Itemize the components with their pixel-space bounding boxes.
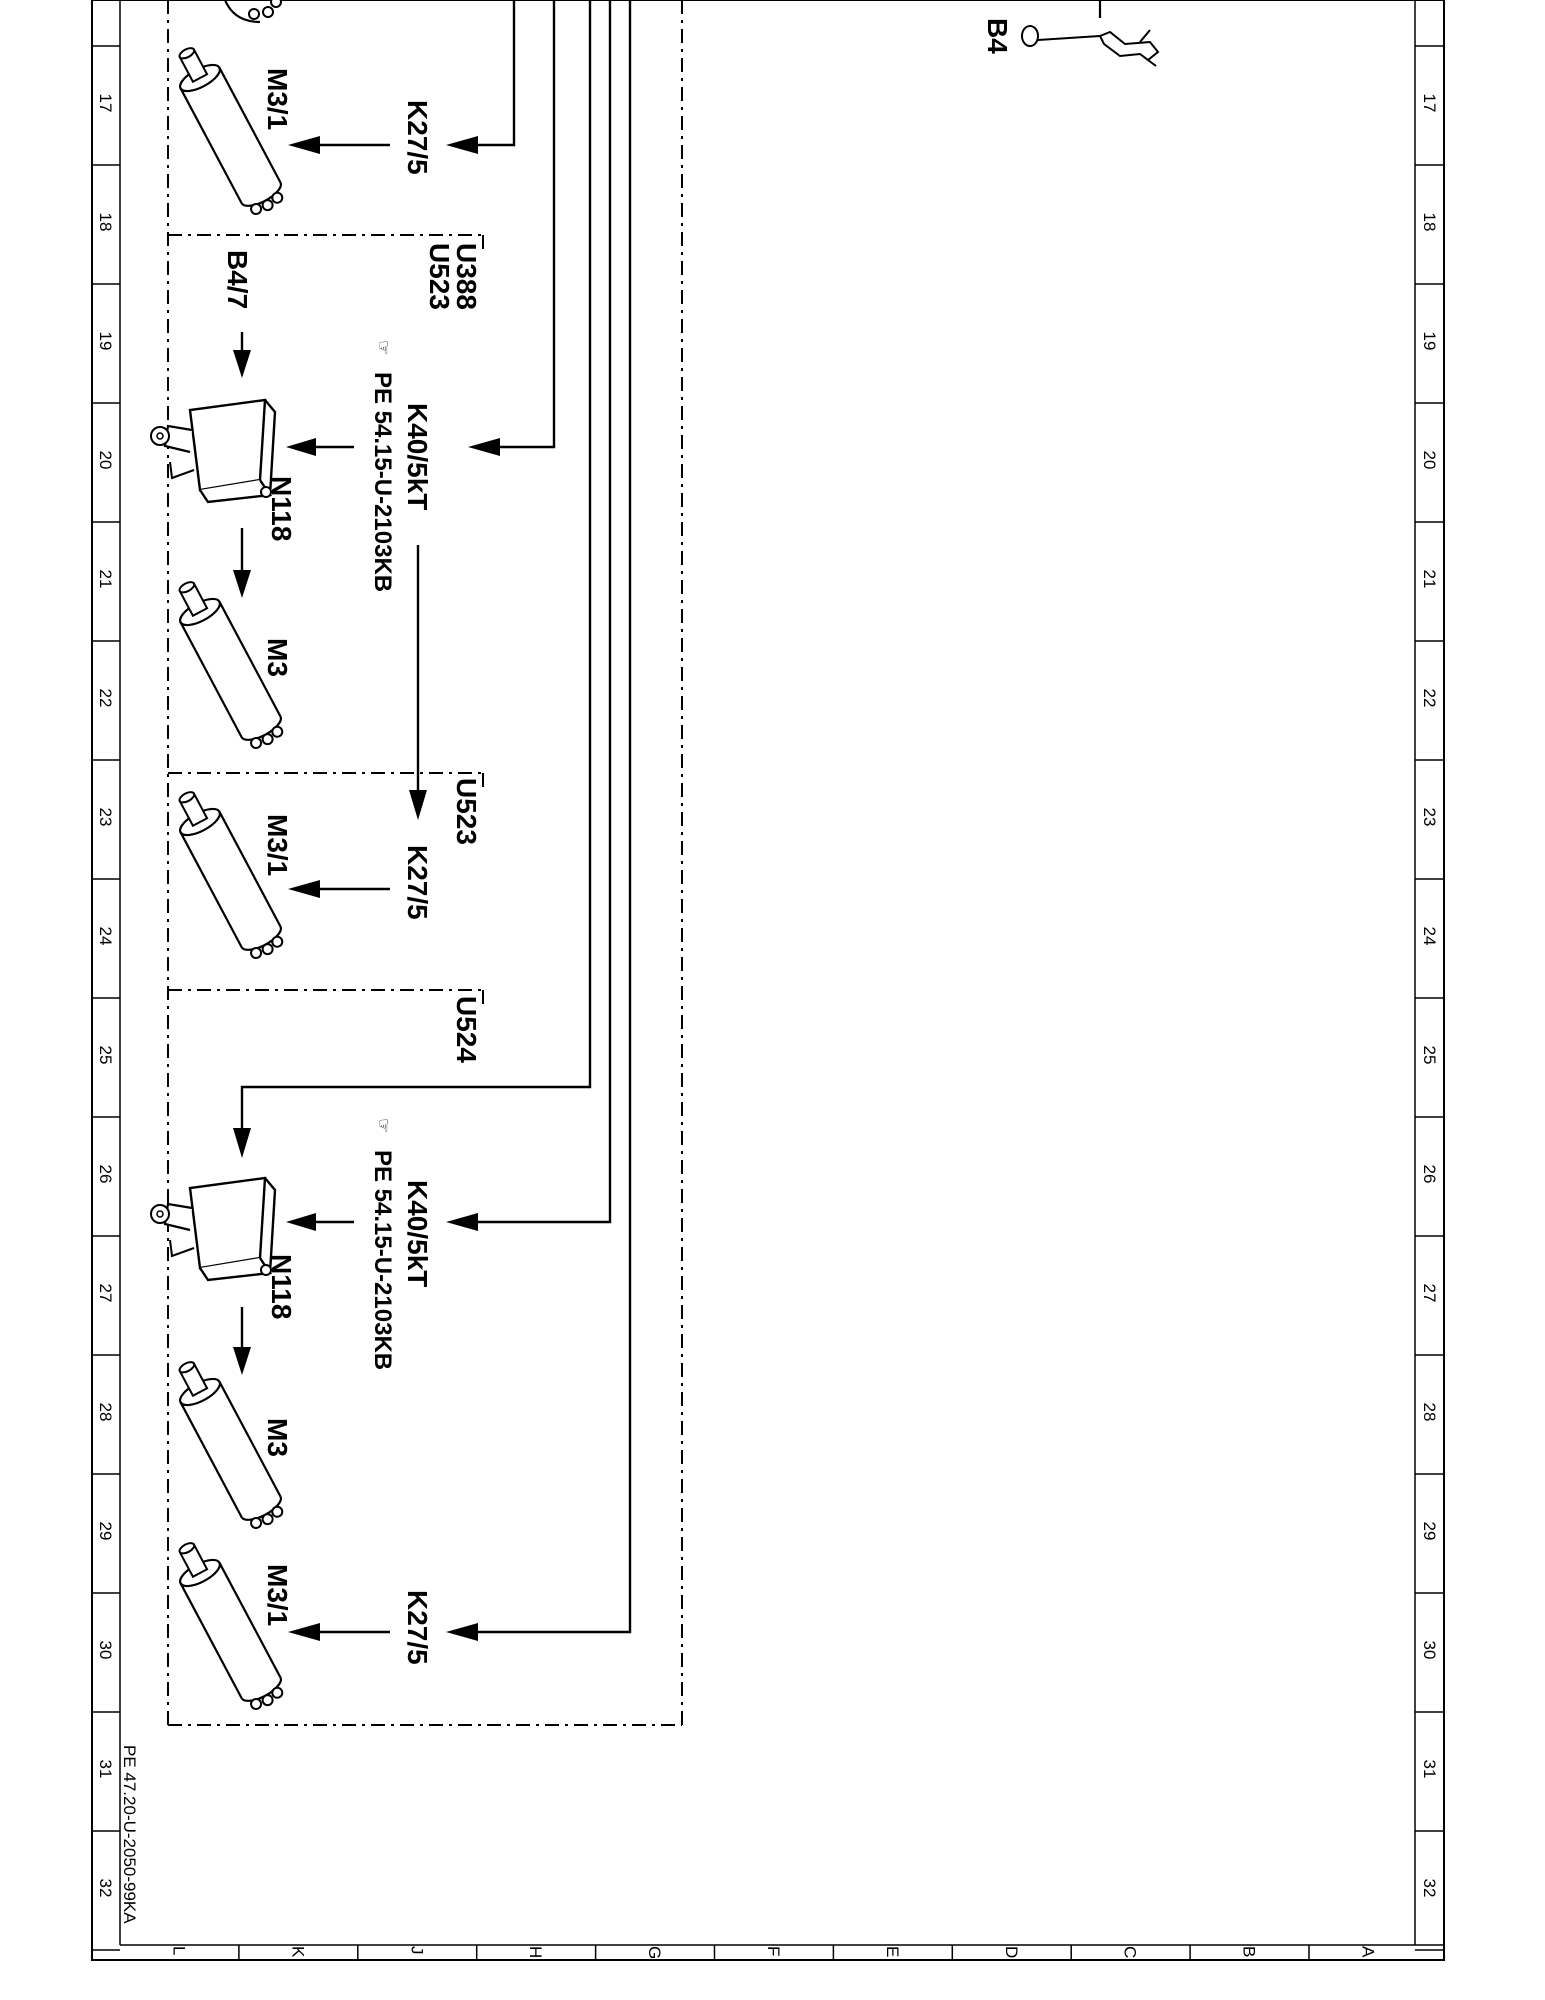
label-k40-5kt-row19: K40/5kT: [402, 403, 433, 510]
column-letter-b: B: [1240, 1946, 1259, 1957]
drawing-number: PE 47.20-U-2050-99KA: [120, 1745, 139, 1924]
label-m3-1-row23: M3/1: [262, 814, 293, 876]
zone-code-u388: U388: [451, 243, 482, 310]
row-number-32: 32: [1420, 1879, 1439, 1898]
row-number-22: 22: [1420, 689, 1439, 708]
label-b4: B4: [982, 18, 1013, 54]
row-number-28: 28: [96, 1403, 115, 1422]
row-number-28: 28: [1420, 1403, 1439, 1422]
label-n118-row20: N118: [266, 476, 297, 541]
wiring: [240, 0, 632, 1634]
row-number-26: 26: [96, 1165, 115, 1184]
column-letter-a: A: [1358, 1946, 1377, 1958]
label-k40-5kt-row26: K40/5kT: [402, 1180, 433, 1287]
row-number-20: 20: [1420, 451, 1439, 470]
row-number-17: 17: [1420, 94, 1439, 113]
row-number-27: 27: [1420, 1284, 1439, 1303]
label-m3-1-row29: M3/1: [262, 1564, 293, 1626]
row-number-18: 18: [1420, 213, 1439, 232]
column-letter-e: E: [883, 1946, 902, 1957]
label-m3-1-row17: M3/1: [262, 68, 293, 130]
label-k27-5-row29: K27/5: [402, 1590, 433, 1665]
row-number-30: 30: [1420, 1641, 1439, 1660]
label-k27-5-row17: K27/5: [402, 100, 433, 175]
arrowheads: [233, 136, 500, 1641]
row-ruler-left: 1617181920212223242526272829303132: [92, 45, 120, 1951]
column-letter-k: K: [288, 1946, 307, 1958]
row-number-18: 18: [96, 213, 115, 232]
column-letter-d: D: [1002, 1946, 1021, 1958]
row-ruler-right: 1617181920212223242526272829303132: [1415, 45, 1444, 1951]
ref-pe-54-15-row19: PE 54.15-U-2103KB: [369, 372, 396, 592]
row-number-27: 27: [96, 1284, 115, 1303]
label-n118-row26: N118: [266, 1254, 297, 1319]
label-k27-5-row23: K27/5: [402, 845, 433, 920]
row-number-23: 23: [1420, 808, 1439, 827]
row-number-24: 24: [96, 927, 115, 946]
hand-pointer-icon: ☞: [374, 340, 393, 355]
column-letter-l: L: [169, 1946, 188, 1955]
row-number-30: 30: [96, 1641, 115, 1660]
row-number-21: 21: [96, 570, 115, 589]
row-number-21: 21: [1420, 570, 1439, 589]
row-number-25: 25: [1420, 1046, 1439, 1065]
row-number-29: 29: [1420, 1522, 1439, 1541]
zone-boundaries: [167, 0, 683, 1726]
motor-m3-partial: [223, 0, 282, 24]
module-n118-row26: [149, 1176, 277, 1282]
row-number-23: 23: [96, 808, 115, 827]
row-number-29: 29: [96, 1522, 115, 1541]
label-m3-row21: M3: [262, 638, 293, 677]
zone-code-u523-b: U523: [451, 778, 482, 845]
column-letter-j: J: [407, 1946, 426, 1955]
row-number-26: 26: [1420, 1165, 1439, 1184]
zone-code-u524: U524: [451, 996, 482, 1063]
column-letter-c: C: [1121, 1946, 1140, 1958]
label-m3-row28: M3: [262, 1418, 293, 1457]
ref-pe-54-15-row26: PE 54.15-U-2103KB: [369, 1150, 396, 1370]
row-number-17: 17: [96, 94, 115, 113]
row-number-19: 19: [1420, 332, 1439, 351]
module-n118-row19: [149, 398, 277, 504]
row-number-31: 31: [96, 1760, 115, 1779]
column-letter-f: F: [764, 1946, 783, 1956]
label-b4-7: B4/7: [222, 250, 253, 309]
row-number-22: 22: [96, 689, 115, 708]
sensor-b4: [1021, 0, 1160, 67]
arrow-shafts: [240, 143, 390, 1634]
row-number-32: 32: [96, 1879, 115, 1898]
row-number-19: 19: [96, 332, 115, 351]
hand-pointer-icon-2: ☞: [374, 1118, 393, 1133]
row-number-20: 20: [96, 451, 115, 470]
row-number-31: 31: [1420, 1760, 1439, 1779]
column-letter-h: H: [526, 1946, 545, 1958]
row-number-25: 25: [96, 1046, 115, 1065]
drawing-frame: [91, 0, 1445, 1961]
row-number-24: 24: [1420, 927, 1439, 946]
column-letter-g: G: [645, 1946, 664, 1959]
zone-code-u523: U523: [424, 243, 455, 310]
